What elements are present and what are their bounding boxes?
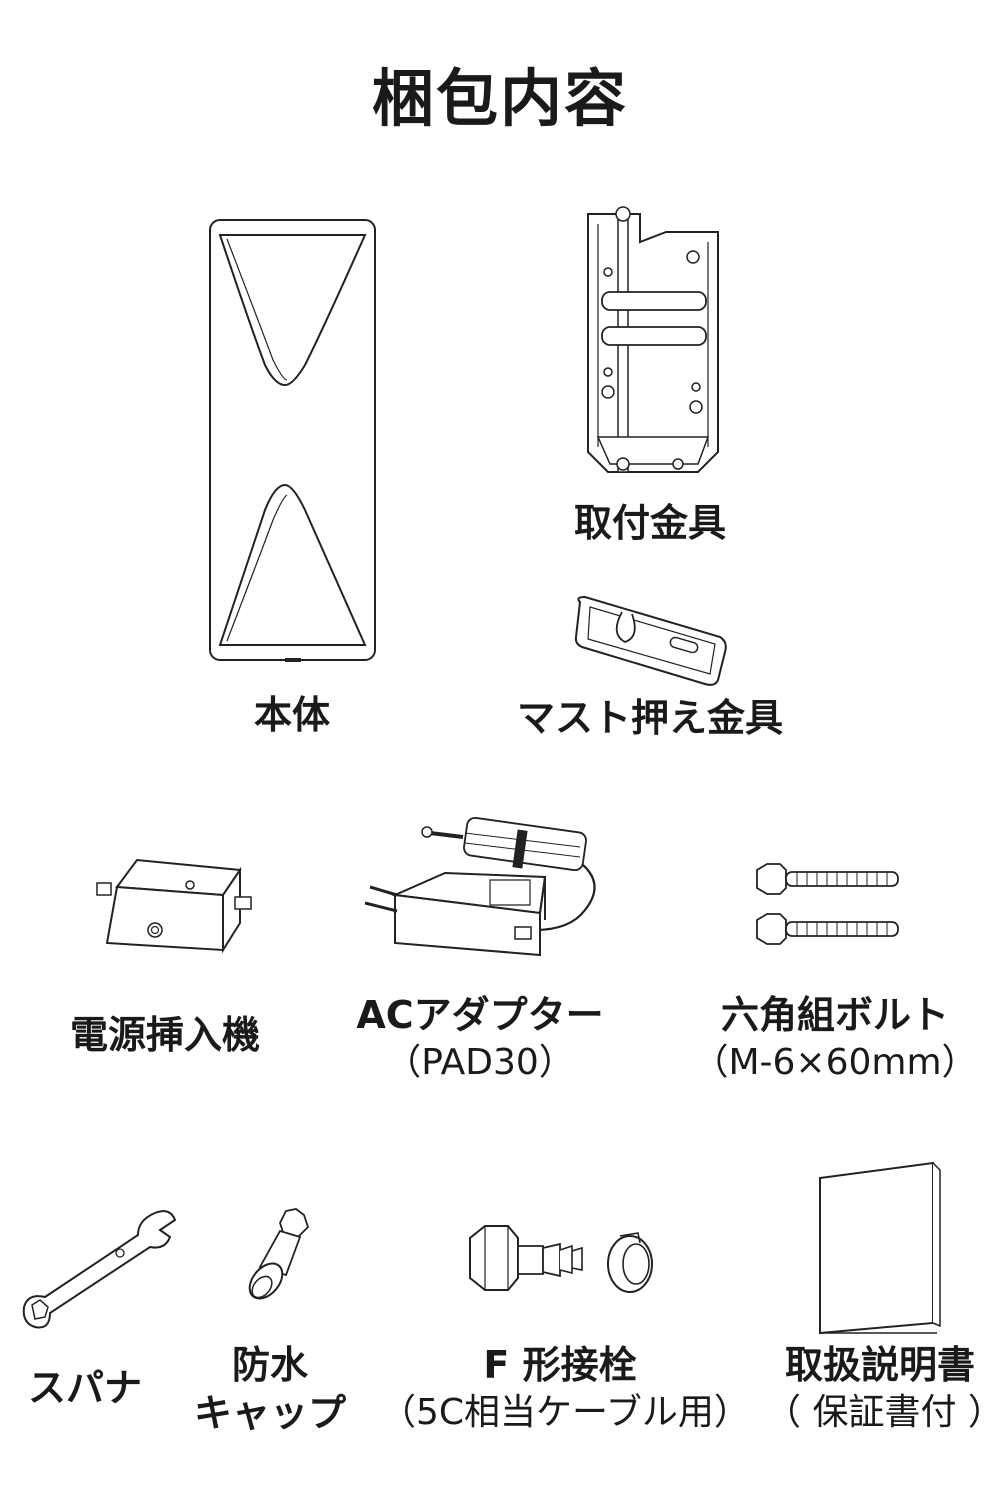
antenna-body-illustration bbox=[205, 215, 380, 662]
f-connector-note: （5C相当ケーブル用） bbox=[380, 1391, 750, 1433]
item-label-hex-bolts: 六角組ボルト （M-6×60mm） bbox=[680, 992, 990, 1085]
item-label-power-inserter: 電源挿入機 bbox=[69, 1013, 260, 1057]
ac-adapter-illustration bbox=[355, 815, 605, 965]
power-inserter-illustration bbox=[95, 855, 255, 955]
item-label-mast-clamp: マスト押え金具 bbox=[516, 696, 783, 740]
item-label-mounting-bracket: 取付金具 bbox=[573, 501, 726, 545]
instruction-manual-note: （ 保証書付 ） bbox=[765, 1391, 1000, 1433]
item-label-f-connector: F 形接栓 （5C相当ケーブル用） bbox=[380, 1342, 750, 1435]
page-title: 梱包内容 bbox=[371, 62, 628, 135]
hex-bolts-illustration bbox=[752, 860, 902, 950]
spanner-illustration bbox=[20, 1205, 180, 1335]
ac-adapter-model: （PAD30） bbox=[385, 1041, 575, 1083]
waterproof-cap-line2: キャップ bbox=[193, 1390, 346, 1435]
item-label-main-body: 本体 bbox=[253, 693, 330, 737]
item-label-instruction-manual: 取扱説明書 （ 保証書付 ） bbox=[765, 1342, 1000, 1435]
waterproof-cap-illustration bbox=[238, 1205, 328, 1305]
item-label-spanner: スパナ bbox=[27, 1366, 142, 1410]
ac-adapter-name: ACアダプター bbox=[356, 993, 604, 1037]
mast-clamp-bracket-illustration bbox=[570, 592, 730, 692]
hex-bolts-name: 六角組ボルト bbox=[720, 993, 949, 1037]
hex-bolts-size: （M-6×60mm） bbox=[692, 1041, 978, 1083]
item-label-waterproof-cap: 防水 キャップ bbox=[175, 1342, 365, 1437]
mounting-bracket-illustration bbox=[578, 202, 728, 487]
waterproof-cap-line1: 防水 bbox=[231, 1343, 308, 1387]
f-connector-name: F 形接栓 bbox=[483, 1343, 637, 1387]
f-connector-illustration bbox=[460, 1218, 670, 1308]
item-label-ac-adapter: ACアダプター （PAD30） bbox=[330, 992, 630, 1085]
instruction-manual-name: 取扱説明書 bbox=[784, 1343, 975, 1387]
instruction-manual-illustration bbox=[815, 1158, 945, 1338]
